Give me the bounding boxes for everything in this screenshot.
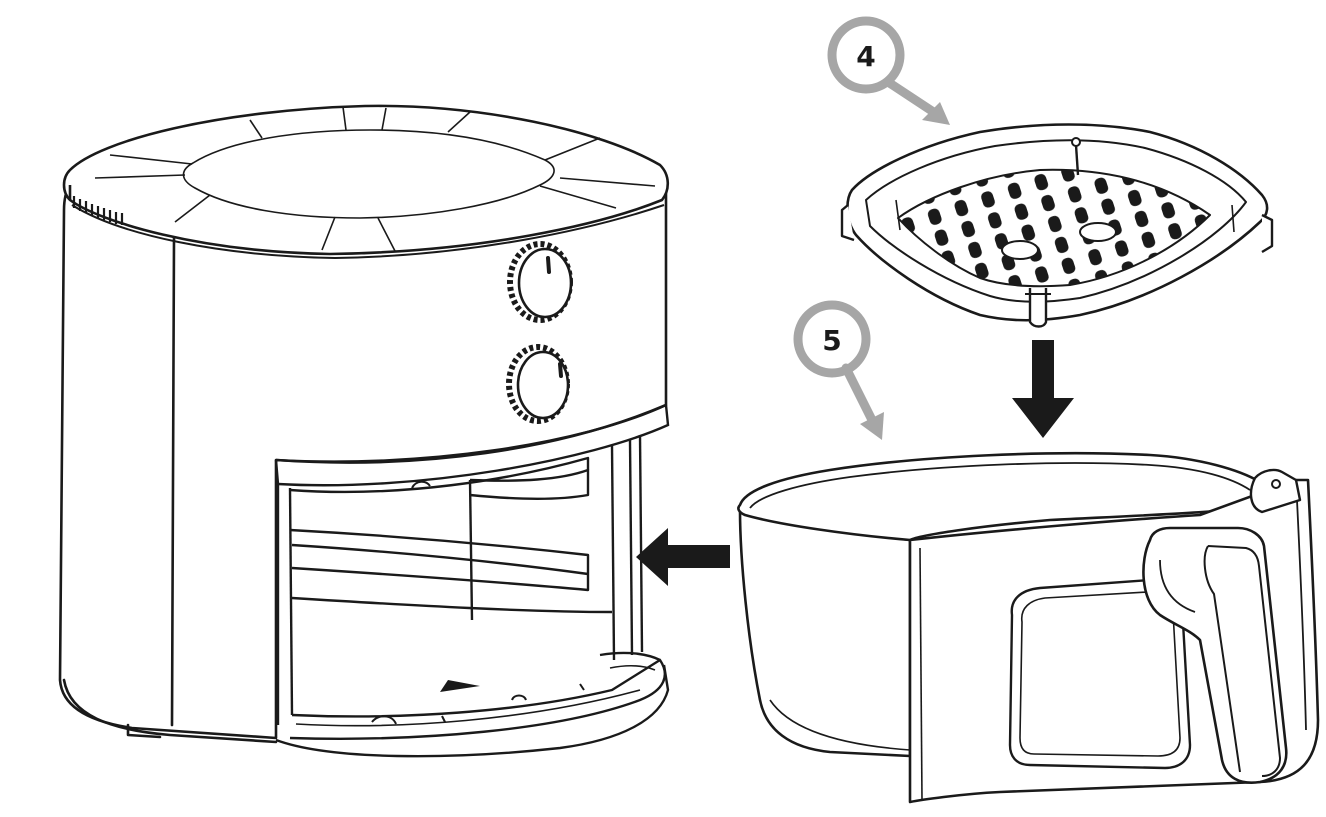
vent-slots <box>72 196 124 225</box>
crisper-plate <box>840 123 1274 328</box>
callout-5-label: 5 <box>822 324 841 357</box>
timer-knob[interactable] <box>507 241 573 323</box>
temperature-knob[interactable] <box>506 344 570 424</box>
arrow-left-icon <box>636 528 730 586</box>
callout-5: 5 <box>793 300 884 440</box>
control-panel <box>274 403 670 487</box>
alignment-triangle-icon <box>440 680 480 692</box>
cooking-basket <box>737 451 1320 804</box>
air-fryer-body <box>58 183 668 744</box>
air-fryer-lid <box>62 104 670 259</box>
arrow-down-icon <box>1012 340 1074 438</box>
callout-4: 4 <box>827 16 950 125</box>
basket-cavity <box>275 434 670 758</box>
callout-4-label: 4 <box>856 40 875 73</box>
